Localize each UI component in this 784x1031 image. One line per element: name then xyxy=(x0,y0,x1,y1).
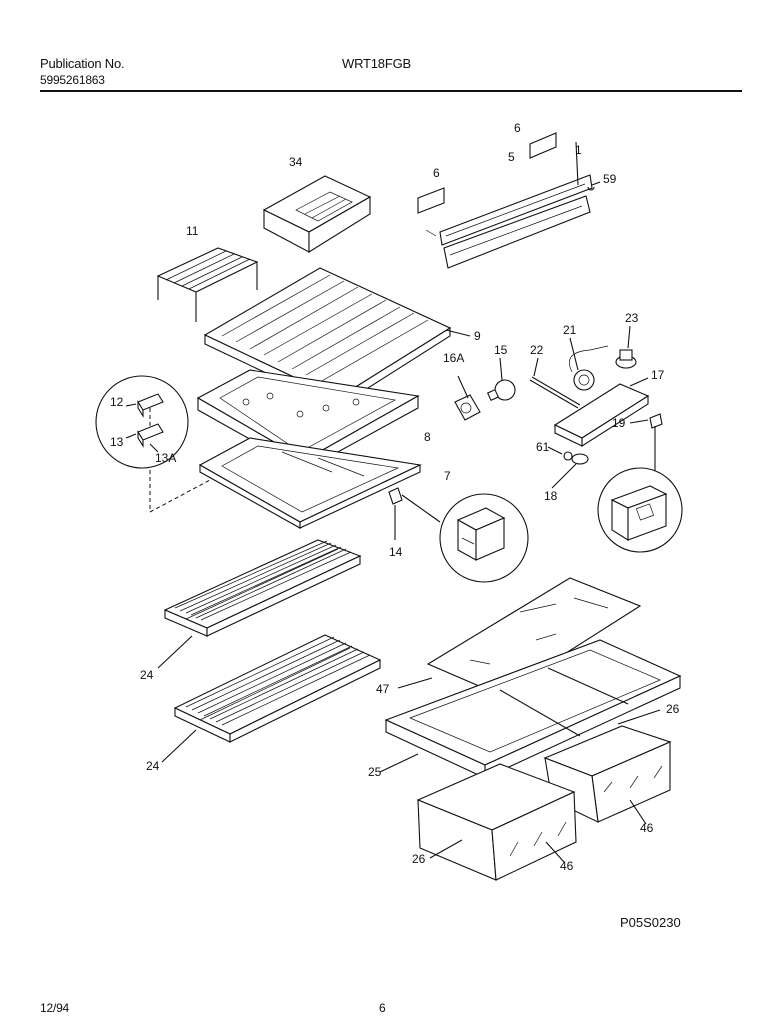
part-light-socket-bracket xyxy=(417,132,557,237)
inset-detail-14 xyxy=(439,493,529,583)
callout-9: 9 xyxy=(474,329,481,343)
part-tray-frame-7 xyxy=(198,437,422,529)
inset-detail-12-13 xyxy=(95,375,211,513)
part-light-socket-16a xyxy=(454,375,481,421)
part-screw-59 xyxy=(587,181,601,191)
callout-6-lower: 6 xyxy=(433,166,440,180)
callout-14: 14 xyxy=(389,545,403,559)
callout-5: 5 xyxy=(508,150,515,164)
callout-1: 1 xyxy=(575,143,582,157)
part-wire-rack xyxy=(156,247,259,322)
figure-code: P05S0230 xyxy=(620,915,681,930)
part-crisper-drawer-left xyxy=(416,763,577,881)
callout-47: 47 xyxy=(376,682,390,696)
page-number: 6 xyxy=(379,1001,386,1015)
callout-6-upper: 6 xyxy=(514,121,521,135)
callout-22: 22 xyxy=(530,343,544,357)
callout-34: 34 xyxy=(289,155,303,169)
footer-date: 12/94 xyxy=(40,1001,70,1015)
part-knob-18 xyxy=(551,453,589,489)
callout-11: 11 xyxy=(186,224,199,238)
callout-13: 13 xyxy=(110,435,124,449)
publication-number: 5995261863 xyxy=(40,73,105,87)
part-knob-23 xyxy=(615,325,637,369)
callout-12: 12 xyxy=(110,395,124,409)
part-damper-14 xyxy=(388,487,441,540)
part-glass-cover-47 xyxy=(397,577,642,696)
part-crisper-drawer-right xyxy=(543,709,672,825)
part-wire-shelf-24-lower xyxy=(161,634,382,763)
callout-15: 15 xyxy=(494,343,508,357)
header-rule xyxy=(40,90,742,92)
callout-7: 7 xyxy=(444,469,451,483)
callout-16a: 16A xyxy=(443,351,464,365)
callout-61: 61 xyxy=(536,440,550,454)
part-light-shield-bracket xyxy=(439,141,593,269)
part-wire-shelf-24-upper xyxy=(157,539,362,669)
callout-26-right: 26 xyxy=(666,702,680,716)
callout-8: 8 xyxy=(424,430,431,444)
inset-detail-19 xyxy=(597,467,683,553)
callout-19: 19 xyxy=(612,416,626,430)
callout-23: 23 xyxy=(625,311,639,325)
callout-25: 25 xyxy=(368,765,382,779)
part-dairy-tray xyxy=(262,175,372,253)
callout-46-right: 46 xyxy=(640,821,654,835)
part-rod-22 xyxy=(529,357,581,409)
callout-59: 59 xyxy=(603,172,617,186)
callout-24-lower: 24 xyxy=(146,759,160,773)
part-screw-61 xyxy=(547,446,573,461)
model-number: WRT18FGB xyxy=(342,56,411,71)
part-light-bulb-15 xyxy=(486,357,516,402)
callout-21: 21 xyxy=(563,323,577,337)
callout-46-left: 46 xyxy=(560,859,574,873)
publication-label: Publication No. xyxy=(40,56,125,71)
callout-13a: 13A xyxy=(155,451,176,465)
callout-24-upper: 24 xyxy=(140,668,154,682)
callout-17: 17 xyxy=(651,368,665,382)
part-control-housing-17 xyxy=(553,377,650,448)
part-switch-19 xyxy=(629,413,663,472)
callout-26-left: 26 xyxy=(412,852,426,866)
part-thermostat-21 xyxy=(569,337,609,391)
callout-18: 18 xyxy=(544,489,558,503)
